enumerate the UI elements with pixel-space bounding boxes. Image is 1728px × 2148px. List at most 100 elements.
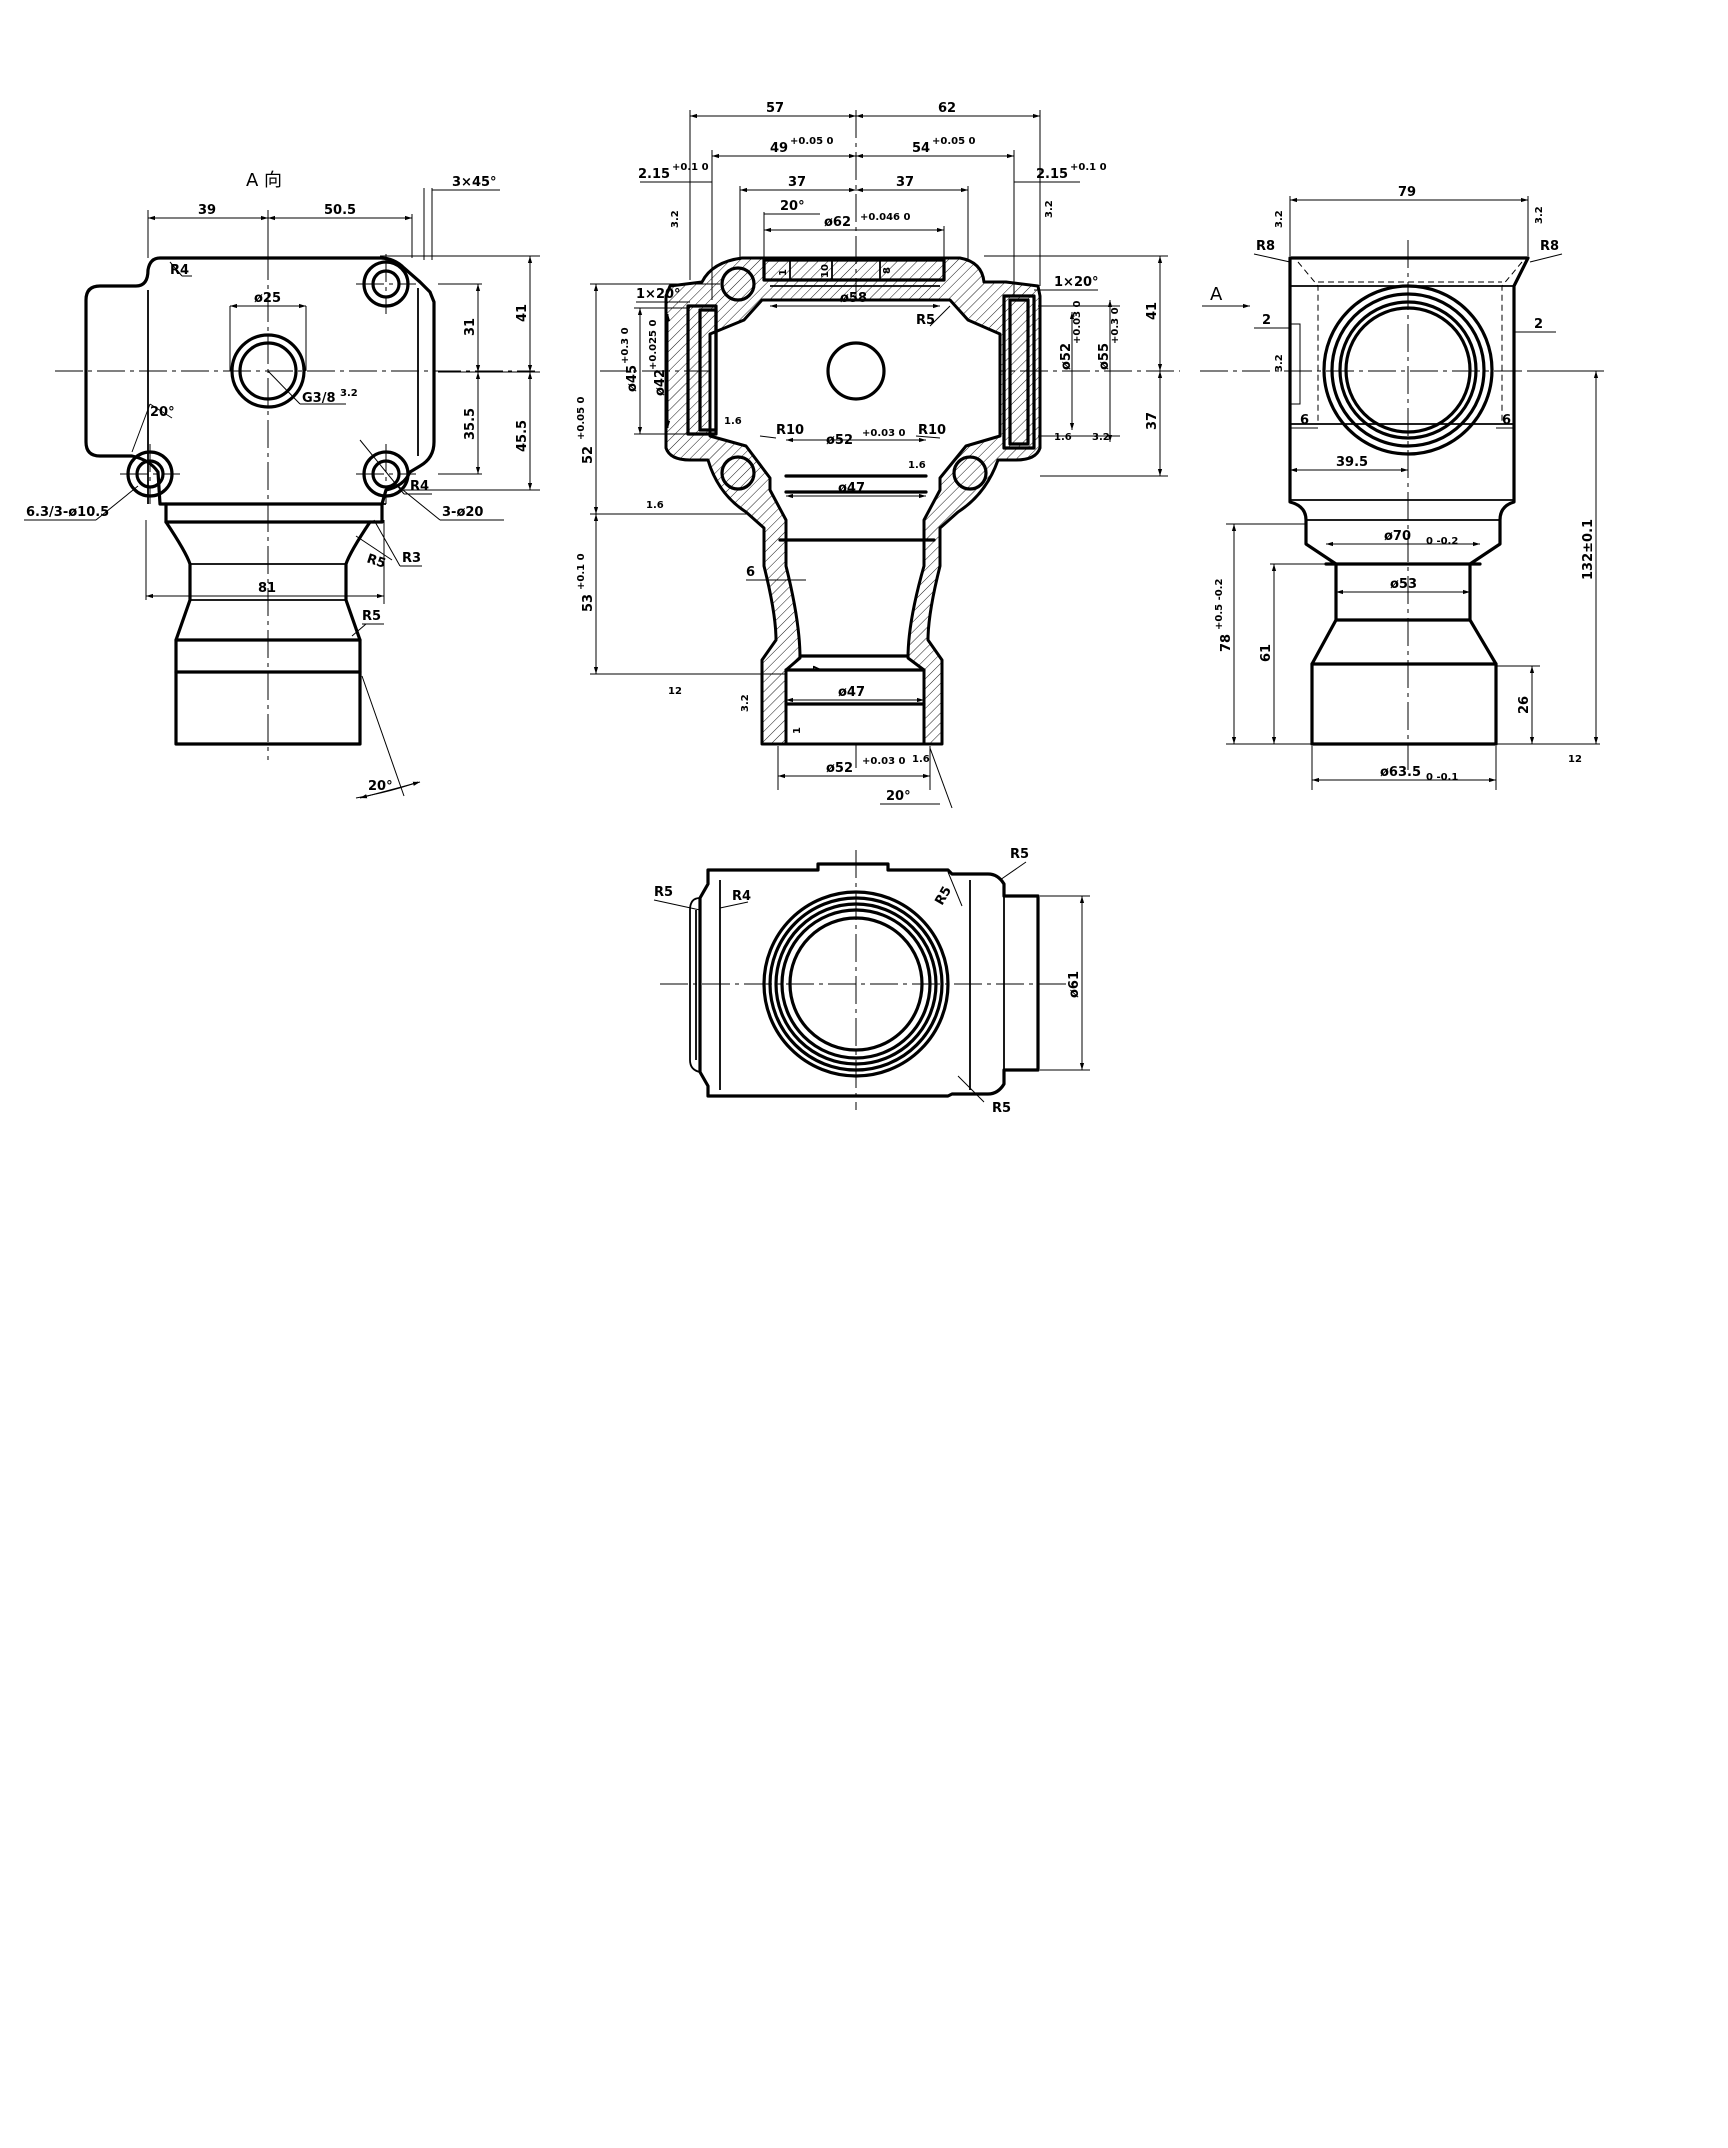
- sec-w49tol-label: +0.05 0: [790, 136, 834, 147]
- right-r8a-label: R8: [1256, 239, 1275, 254]
- left-h35-5-label: 35.5: [463, 408, 478, 440]
- sec-phi52a-label: ø52: [1059, 343, 1074, 370]
- sec-ra16d-label: 1.6: [908, 460, 926, 471]
- right-ra32a-label: 3.2: [1274, 210, 1285, 228]
- right-phi53-label: ø53: [1390, 577, 1417, 592]
- left-r5b-label: R5: [362, 609, 381, 624]
- top-r5a-label: R5: [654, 885, 673, 900]
- sec-ra16b-label: 1.6: [1054, 432, 1072, 443]
- left-w39-label: 39: [198, 203, 216, 218]
- left-g38-label: G3/8: [302, 391, 336, 406]
- sec-t6-label: 6: [746, 565, 755, 580]
- sec-ch2-label: 1×20°: [1054, 275, 1099, 290]
- left-phi25-label: ø25: [254, 291, 281, 306]
- left-h31-label: 31: [463, 318, 478, 336]
- section-cavity: [708, 298, 1002, 746]
- sec-phi42tol-label: +0.025 0: [648, 320, 659, 370]
- sec-phi52b-label: ø52: [826, 433, 853, 448]
- right-ra12-label: 12: [1568, 754, 1582, 765]
- left-r4-label: R4: [170, 263, 189, 278]
- sec-w62-label: 62: [938, 101, 956, 116]
- sec-g2-15b-label: 2.15: [1036, 167, 1068, 182]
- sec-w49-label: 49: [770, 141, 788, 156]
- left-holes3-label: 3-ø20: [442, 505, 483, 520]
- sec-w54-label: 54: [912, 141, 930, 156]
- left-h41-label: 41: [515, 304, 530, 322]
- sec-a20-label: 20°: [780, 199, 805, 214]
- sec-phi45-label: ø45: [625, 365, 640, 392]
- left-a20-label: 20°: [150, 405, 175, 420]
- sec-phi52c-label: ø52: [826, 761, 853, 776]
- right-g2a-label: 2: [1262, 313, 1271, 328]
- sec-t8-label: 8: [882, 267, 893, 274]
- right-t6b-label: 6: [1502, 413, 1511, 428]
- right-phi63-5-label: ø63.5: [1380, 765, 1421, 780]
- left-h45-5-label: 45.5: [515, 420, 530, 452]
- sec-h41-label: 41: [1145, 302, 1160, 320]
- top-r4-label: R4: [732, 889, 751, 904]
- right-h61-label: 61: [1259, 644, 1274, 662]
- sec-w37a-label: 37: [788, 175, 806, 190]
- sec-h52-label: 52: [581, 446, 596, 464]
- sec-r10a-label: R10: [776, 423, 804, 438]
- left-w81-label: 81: [258, 581, 276, 596]
- sec-phi47a-label: ø47: [838, 481, 865, 496]
- sec-phi62-label: ø62: [824, 215, 851, 230]
- sec-t1b-label: 1: [792, 727, 803, 734]
- left-w50-5-label: 50.5: [324, 203, 356, 218]
- sec-phi52atol-label: +0.03 0: [1072, 300, 1083, 344]
- left-hole-label: 6.3/3-ø10.5: [26, 505, 109, 520]
- right-g2b-label: 2: [1534, 317, 1543, 332]
- right-w39-5-label: 39.5: [1336, 455, 1368, 470]
- sec-ra32d-label: 3.2: [740, 694, 751, 712]
- top-body-outline: [698, 862, 1040, 1098]
- right-ra32b-label: 3.2: [1534, 206, 1545, 224]
- sec-phi45tol-label: +0.3 0: [620, 327, 631, 364]
- right-t6a-label: 6: [1300, 413, 1309, 428]
- sec-phi52btol-label: +0.03 0: [862, 428, 906, 439]
- top-r5b-label: R5: [932, 884, 955, 908]
- sec-ra16a-label: 1.6: [724, 416, 742, 427]
- sec-g2-15a-label: 2.15: [638, 167, 670, 182]
- right-arrow-label: A: [1210, 284, 1223, 305]
- right-w79-label: 79: [1398, 185, 1416, 200]
- sec-h37-label: 37: [1145, 412, 1160, 430]
- top-r5c-label: R5: [1010, 847, 1029, 862]
- left-ra-g-label: 3.2: [340, 388, 358, 399]
- sec-ra32b-label: 3.2: [1044, 200, 1055, 218]
- sec-h53-label: 53: [581, 594, 596, 612]
- sec-w37b-label: 37: [896, 175, 914, 190]
- left-r5-label: R5: [365, 552, 388, 572]
- right-h78-label: 78: [1219, 634, 1234, 652]
- left-chamfer-label: 3×45°: [452, 175, 497, 190]
- sec-h52tol-label: +0.05 0: [576, 396, 587, 440]
- right-ra32c-label: 3.2: [1274, 354, 1285, 372]
- right-view: 79 3.2 3.2 R8 R8 A 2 2 3.2 6 6 39.5 ø70 …: [1200, 185, 1604, 790]
- sec-r5-label: R5: [916, 313, 935, 328]
- sec-phi62tol-label: +0.046 0: [860, 212, 910, 223]
- sec-w57-label: 57: [766, 101, 784, 116]
- left-body-outline: [84, 256, 436, 506]
- section-view: 57 62 49 +0.05 0 54 +0.05 0 37 37 2.15 +…: [576, 101, 1180, 809]
- right-body-outline: [1288, 256, 1530, 746]
- sec-ch1-label: 1×20°: [636, 287, 681, 302]
- right-h132-label: 132±0.1: [1581, 519, 1596, 580]
- sec-t1-label: 1: [778, 269, 789, 276]
- top-view: R5 R4 R5 R5 R5 ø61: [653, 847, 1090, 1116]
- left-r3-label: R3: [402, 551, 421, 566]
- right-phi70-label: ø70: [1384, 529, 1411, 544]
- sec-ra32a-label: 3.2: [670, 210, 681, 228]
- right-h26-label: 26: [1517, 696, 1532, 714]
- sec-w54tol-label: +0.05 0: [932, 136, 976, 147]
- sec-phi42-label: ø42: [653, 369, 668, 396]
- sec-h53tol-label: +0.1 0: [576, 553, 587, 590]
- right-phi63-5tol-label: 0 -0.1: [1426, 772, 1458, 783]
- left-view-title: A 向: [246, 170, 282, 191]
- top-r5d-label: R5: [992, 1101, 1011, 1116]
- right-phi70tol-label: 0 -0.2: [1426, 536, 1458, 547]
- left-r4b-label: R4: [410, 479, 429, 494]
- sec-t10-label: 10: [820, 264, 831, 278]
- sec-phi55-label: ø55: [1097, 343, 1112, 370]
- left-a20b-label: 20°: [368, 779, 393, 794]
